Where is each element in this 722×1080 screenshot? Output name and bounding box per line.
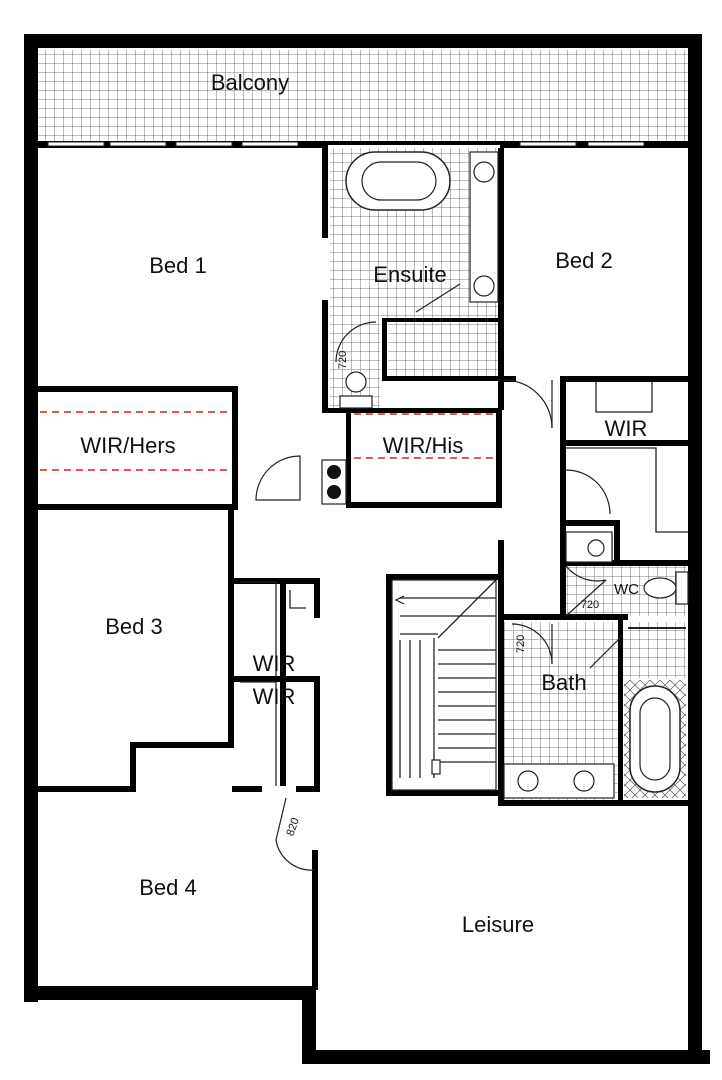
bed1-label: Bed 1 <box>149 253 207 278</box>
balcony-tiles <box>38 50 688 144</box>
wir-his-label: WIR/His <box>383 433 464 458</box>
ensuite-label: Ensuite <box>373 262 446 287</box>
wc-door-width: 720 <box>581 599 599 611</box>
ensuite-wc-door-width: 720 <box>337 351 349 369</box>
bath-label: Bath <box>541 670 586 695</box>
bed2-label: Bed 2 <box>555 248 613 273</box>
wir-bed3-b-label: WIR <box>253 684 296 709</box>
balcony-doors <box>38 141 688 148</box>
wardrobe-rails <box>40 411 494 471</box>
wc-label: WC <box>614 581 639 598</box>
wir-hers-label: WIR/Hers <box>80 433 175 458</box>
balcony-label: Balcony <box>211 70 289 95</box>
door-swings <box>255 283 623 871</box>
fixtures <box>321 151 689 799</box>
staircase <box>391 579 497 791</box>
bath-shower-tiles <box>622 622 686 678</box>
ensuite-wc-tiles <box>330 318 380 410</box>
bed4-door-width: 820 <box>284 816 302 837</box>
leisure-label: Leisure <box>462 912 534 937</box>
bed4-label: Bed 4 <box>139 875 197 900</box>
interior-walls <box>38 148 688 990</box>
wir-bed2-label: WIR <box>605 416 648 441</box>
ensuite-vanity-tiles <box>388 320 500 378</box>
wir-bed3-a-label: WIR <box>253 651 296 676</box>
bath-door-width: 720 <box>515 635 527 653</box>
bed3-label: Bed 3 <box>105 614 163 639</box>
outer-walls <box>24 34 710 1064</box>
